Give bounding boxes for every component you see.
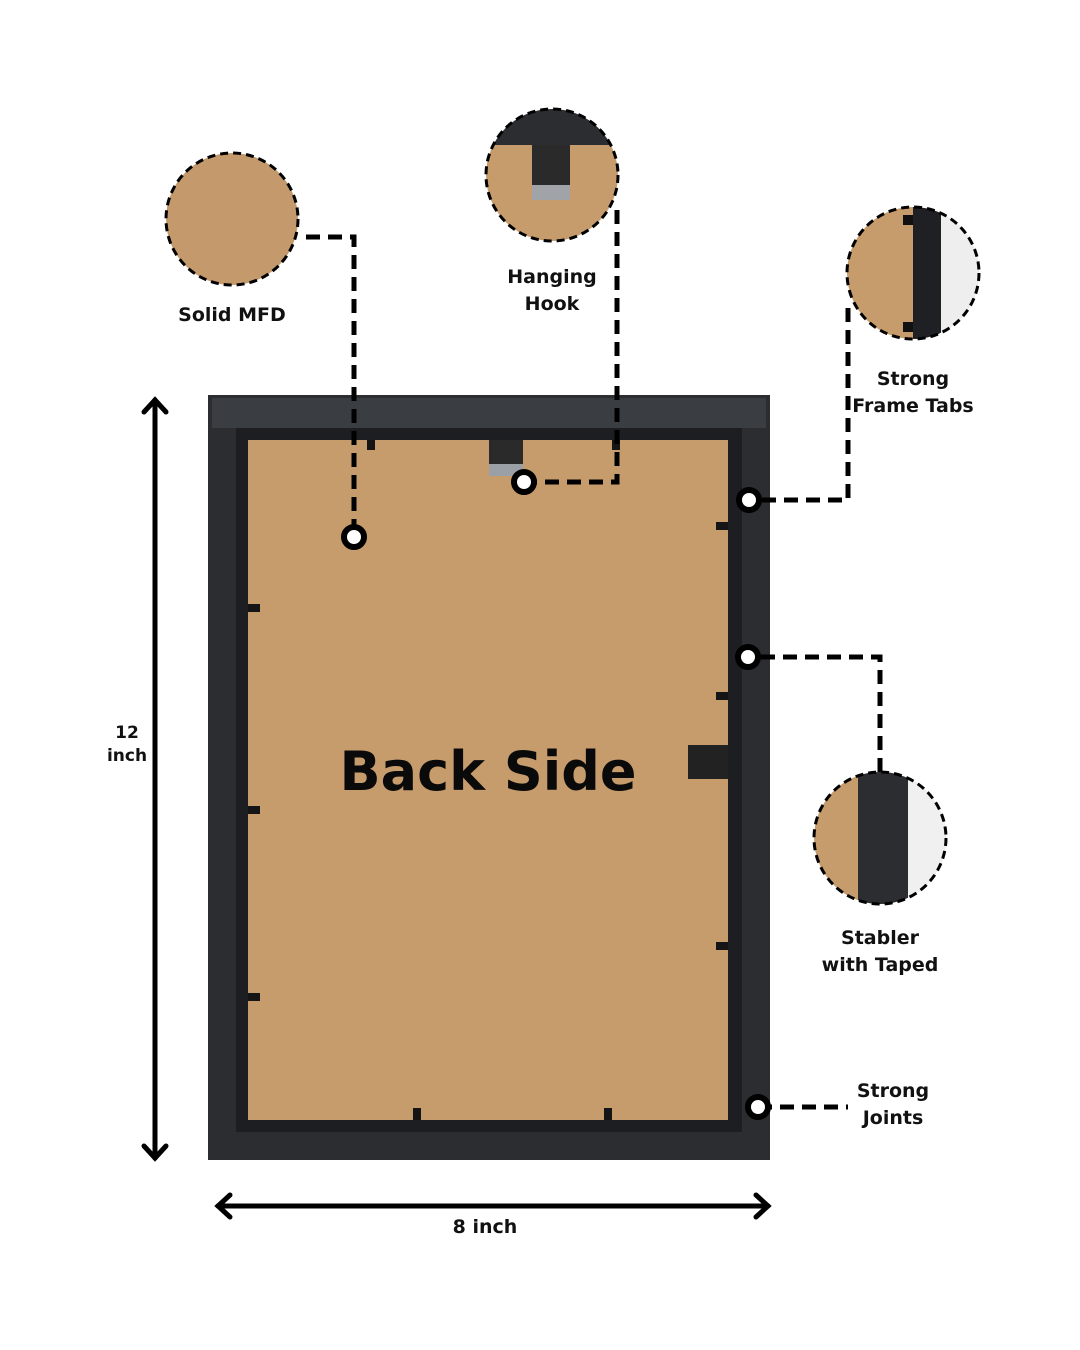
width-label: 8 inch [452, 1216, 518, 1238]
leader-lines [306, 210, 883, 1110]
label-stabler: Stabler with Taped [821, 927, 939, 976]
hanging-hook [489, 440, 523, 476]
label-hanging-hook: Hanging Hook [507, 266, 597, 315]
label-solid-mfd: Solid MFD [178, 304, 286, 326]
back-side-title: Back Side [339, 740, 637, 803]
hook-detail-circle [484, 107, 620, 243]
label-joints: Strong Joints [856, 1080, 930, 1129]
callout-dots [341, 469, 771, 1120]
side-hook [688, 745, 728, 779]
tabs-detail-circle [845, 205, 981, 341]
mfd-detail-circle [164, 151, 300, 287]
height-arrow [141, 396, 169, 1162]
frame-back [208, 395, 770, 1160]
stabler-detail-circle [812, 770, 948, 906]
width-arrow [214, 1192, 772, 1220]
height-label: 12 inch [106, 723, 148, 766]
mdf-board [248, 440, 728, 1120]
label-frame-tabs: Strong Frame Tabs [852, 368, 974, 417]
frame-tabs [248, 440, 728, 1120]
